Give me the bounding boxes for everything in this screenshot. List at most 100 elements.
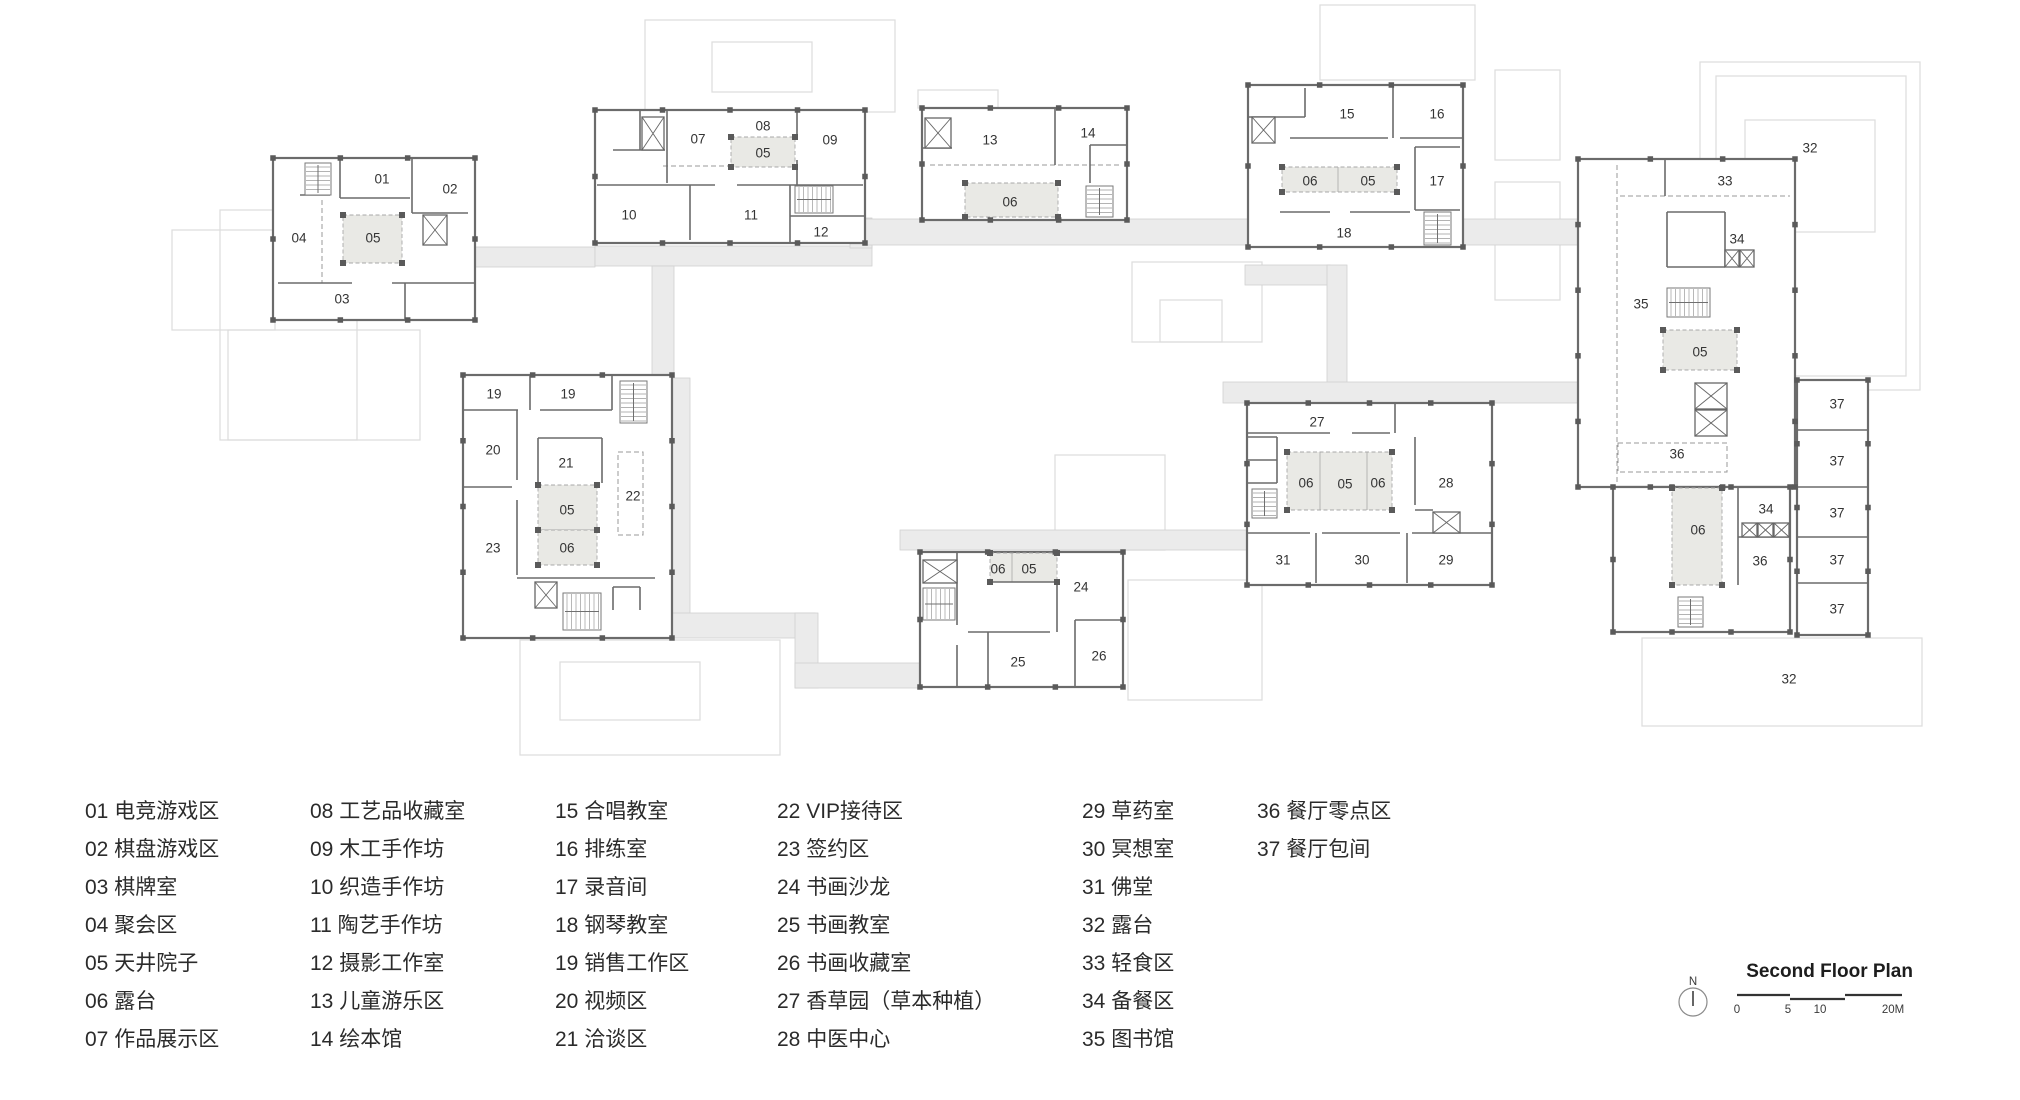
column-marker <box>1394 164 1400 170</box>
legend-item-01: 01 电竞游戏区 <box>85 800 220 823</box>
column-marker <box>535 482 541 488</box>
column-marker <box>669 438 675 444</box>
column-marker <box>1728 629 1734 635</box>
room-label: 34 <box>1729 232 1745 247</box>
legend-item-16: 16 排练室 <box>555 838 648 861</box>
column-marker <box>535 527 541 533</box>
column-marker <box>1794 441 1800 447</box>
column-marker <box>1316 82 1323 88</box>
legend-item-04: 04 聚会区 <box>85 914 178 937</box>
stair-icon <box>1423 211 1452 246</box>
column-marker <box>987 217 994 223</box>
stair-icon <box>619 380 648 424</box>
column-marker <box>460 569 466 575</box>
elevator-x <box>1432 511 1461 534</box>
room-label: 27 <box>1309 415 1324 430</box>
room-label: 32 <box>1781 672 1796 687</box>
scale-label-0: 0 <box>1734 1004 1740 1016</box>
elevator-x <box>1757 522 1774 538</box>
room-label: 05 <box>1337 477 1352 492</box>
elevator-x <box>1741 522 1758 538</box>
column-marker <box>1610 484 1616 490</box>
column-marker <box>794 240 801 246</box>
stair-icon <box>1666 287 1711 318</box>
column-marker <box>1394 189 1400 195</box>
room-label: 06 <box>990 562 1005 577</box>
legend-item-22: 22 VIP接待区 <box>777 800 904 823</box>
building-outline <box>1576 157 1797 489</box>
north-arrow-icon <box>1678 987 1708 1017</box>
room-label: 34 <box>1758 502 1774 517</box>
legend-item-12: 12 摄影工作室 <box>310 952 445 975</box>
faint-outline <box>519 639 781 756</box>
room-label: 06 <box>1690 523 1705 538</box>
courtyard <box>989 552 1058 583</box>
column-marker <box>1787 484 1793 490</box>
column-marker <box>1366 582 1373 588</box>
legend-item-10: 10 织造手作坊 <box>310 876 445 899</box>
column-marker <box>460 438 466 444</box>
stair-icon <box>562 592 602 631</box>
room-label: 15 <box>1339 107 1354 122</box>
room-label: 06 <box>1298 476 1313 491</box>
dashed-zone <box>1617 442 1728 473</box>
column-marker <box>460 503 466 510</box>
column-marker <box>1054 579 1060 585</box>
column-marker <box>1794 504 1800 511</box>
legend-item-18: 18 钢琴教室 <box>555 914 669 937</box>
courtyard <box>537 484 598 531</box>
elevator-icon <box>1741 522 1758 538</box>
column-marker <box>862 173 868 180</box>
legend-item-02: 02 棋盘游戏区 <box>85 838 220 861</box>
elevator-icon <box>1432 511 1461 534</box>
dashed-zone <box>617 451 644 536</box>
column-marker <box>1388 82 1395 88</box>
legend-item-24: 24 书画沙龙 <box>777 876 891 899</box>
column-marker <box>1305 582 1311 588</box>
column-marker <box>1865 504 1871 511</box>
column-marker <box>1865 632 1871 638</box>
legend-item-23: 23 签约区 <box>777 838 870 861</box>
column-marker <box>728 164 734 170</box>
column-marker <box>592 240 598 246</box>
room-label: 36 <box>1669 447 1684 462</box>
column-marker <box>1244 521 1250 528</box>
column-marker <box>472 317 478 323</box>
column-marker <box>669 503 675 510</box>
column-marker <box>1610 629 1616 635</box>
elevator-x <box>1251 116 1276 144</box>
column-marker <box>1794 377 1800 383</box>
stair-icon <box>1677 596 1704 628</box>
column-marker <box>1460 244 1466 250</box>
corridor <box>1462 218 1579 246</box>
scale-label-5: 5 <box>1785 1004 1791 1016</box>
column-marker <box>794 107 801 113</box>
column-marker <box>1284 507 1290 513</box>
column-marker <box>337 317 344 323</box>
column-marker <box>1052 684 1059 690</box>
room-label: 09 <box>822 133 837 148</box>
room-label: 21 <box>558 456 573 471</box>
legend-item-20: 20 视频区 <box>555 990 648 1013</box>
room-label: 16 <box>1429 107 1444 122</box>
column-marker <box>659 240 666 246</box>
room-label: 14 <box>1080 126 1096 141</box>
courtyard <box>1286 451 1393 511</box>
room-label: 06 <box>1370 476 1385 491</box>
courtyard <box>1662 329 1738 371</box>
courtyard <box>537 529 598 566</box>
column-marker <box>340 212 346 218</box>
column-marker <box>1792 484 1798 490</box>
room-label: 10 <box>621 208 636 223</box>
legend-item-36: 36 餐厅零点区 <box>1257 800 1392 823</box>
legend-item-21: 21 洽谈区 <box>555 1028 648 1051</box>
room-label: 30 <box>1354 553 1369 568</box>
elevator-x <box>1724 249 1740 268</box>
column-marker <box>404 317 411 323</box>
column-marker <box>599 635 606 641</box>
column-marker <box>919 105 925 111</box>
column-marker <box>1460 163 1466 169</box>
column-marker <box>862 240 868 246</box>
